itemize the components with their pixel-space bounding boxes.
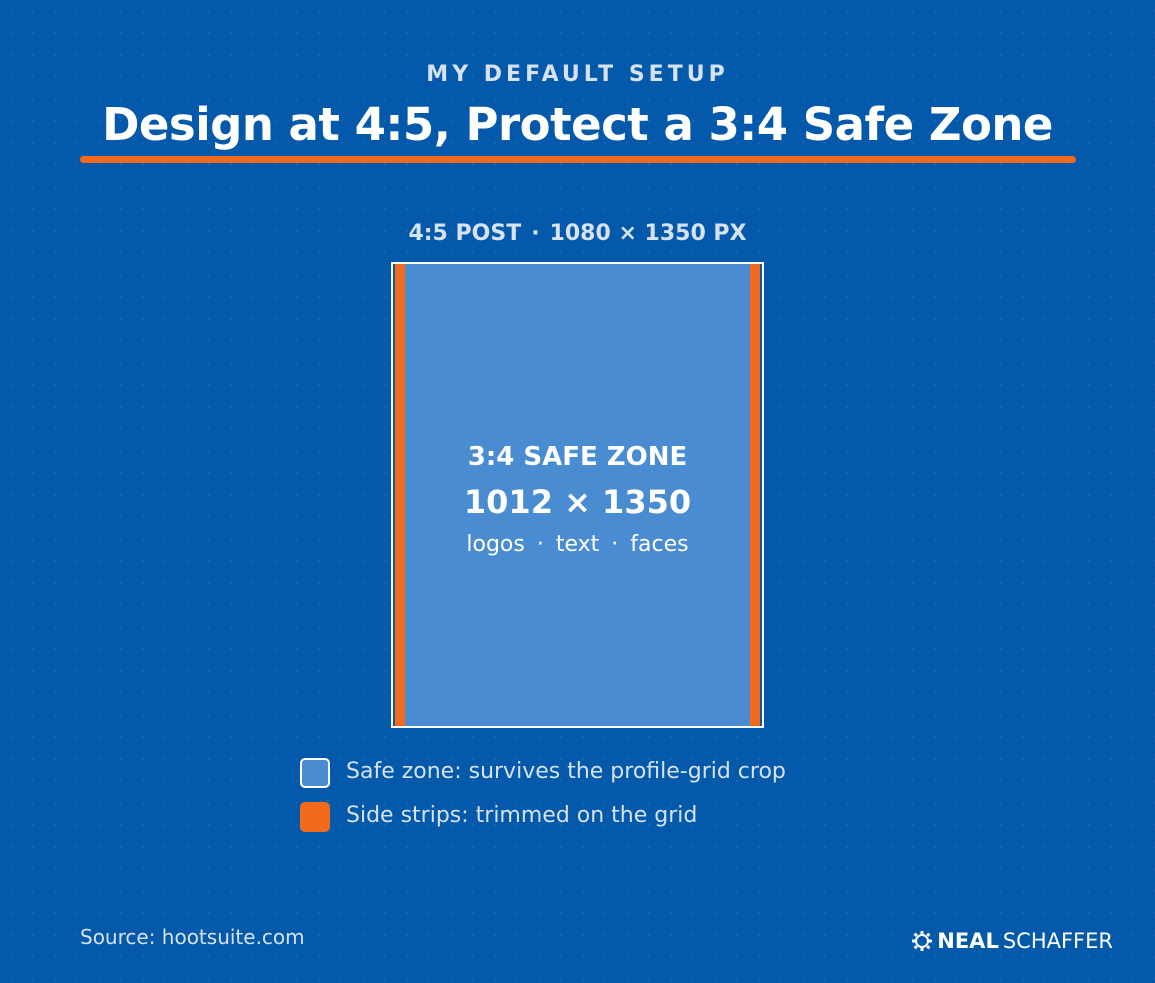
legend-label: Safe zone: survives the profile-grid cro… (346, 759, 786, 784)
right-side-strip (750, 264, 760, 726)
post-label-separator: · (531, 221, 540, 246)
safe-zone-swatch (300, 758, 330, 788)
side-strip-swatch (300, 802, 330, 832)
brand-logo: NEAL SCHAFFER (911, 928, 1113, 954)
page-title: Design at 4:5, Protect a 3:4 Safe Zone (102, 98, 1053, 151)
gear-icon (912, 931, 933, 951)
safe-zone-dimensions: 1012 × 1350 (463, 483, 692, 521)
left-side-strip (395, 264, 405, 726)
source-credit: Source: hootsuite.com (80, 925, 305, 949)
post-size-label: 4:5 POST · 1080 × 1350 PX (0, 221, 1155, 246)
post-dimensions-label: 1080 × 1350 PX (549, 221, 747, 246)
safe-zone-area: 3:4 SAFE ZONE 1012 × 1350 logos · text · fac… (405, 264, 750, 726)
safe-zone-use: text (555, 532, 600, 557)
safe-zone-use-separator: · (611, 532, 619, 557)
logo-wordmark-second: SCHAFFER (1002, 929, 1113, 953)
safe-zone-uses: logos · text · faces (405, 532, 750, 557)
title-underline (80, 156, 1076, 163)
safe-zone-use-separator: · (536, 532, 544, 557)
logo-wordmark-first: NEAL (937, 929, 999, 953)
safe-zone-use: faces (630, 532, 689, 557)
safe-zone-title: 3:4 SAFE ZONE (467, 442, 688, 472)
safe-zone-use: logos (466, 532, 525, 557)
post-ratio-label: 4:5 POST (408, 221, 522, 246)
eyebrow-label: MY DEFAULT SETUP (426, 62, 729, 87)
post-frame: 3:4 SAFE ZONE 1012 × 1350 logos · text · fac… (391, 262, 764, 728)
legend-label: Side strips: trimmed on the grid (346, 803, 698, 828)
